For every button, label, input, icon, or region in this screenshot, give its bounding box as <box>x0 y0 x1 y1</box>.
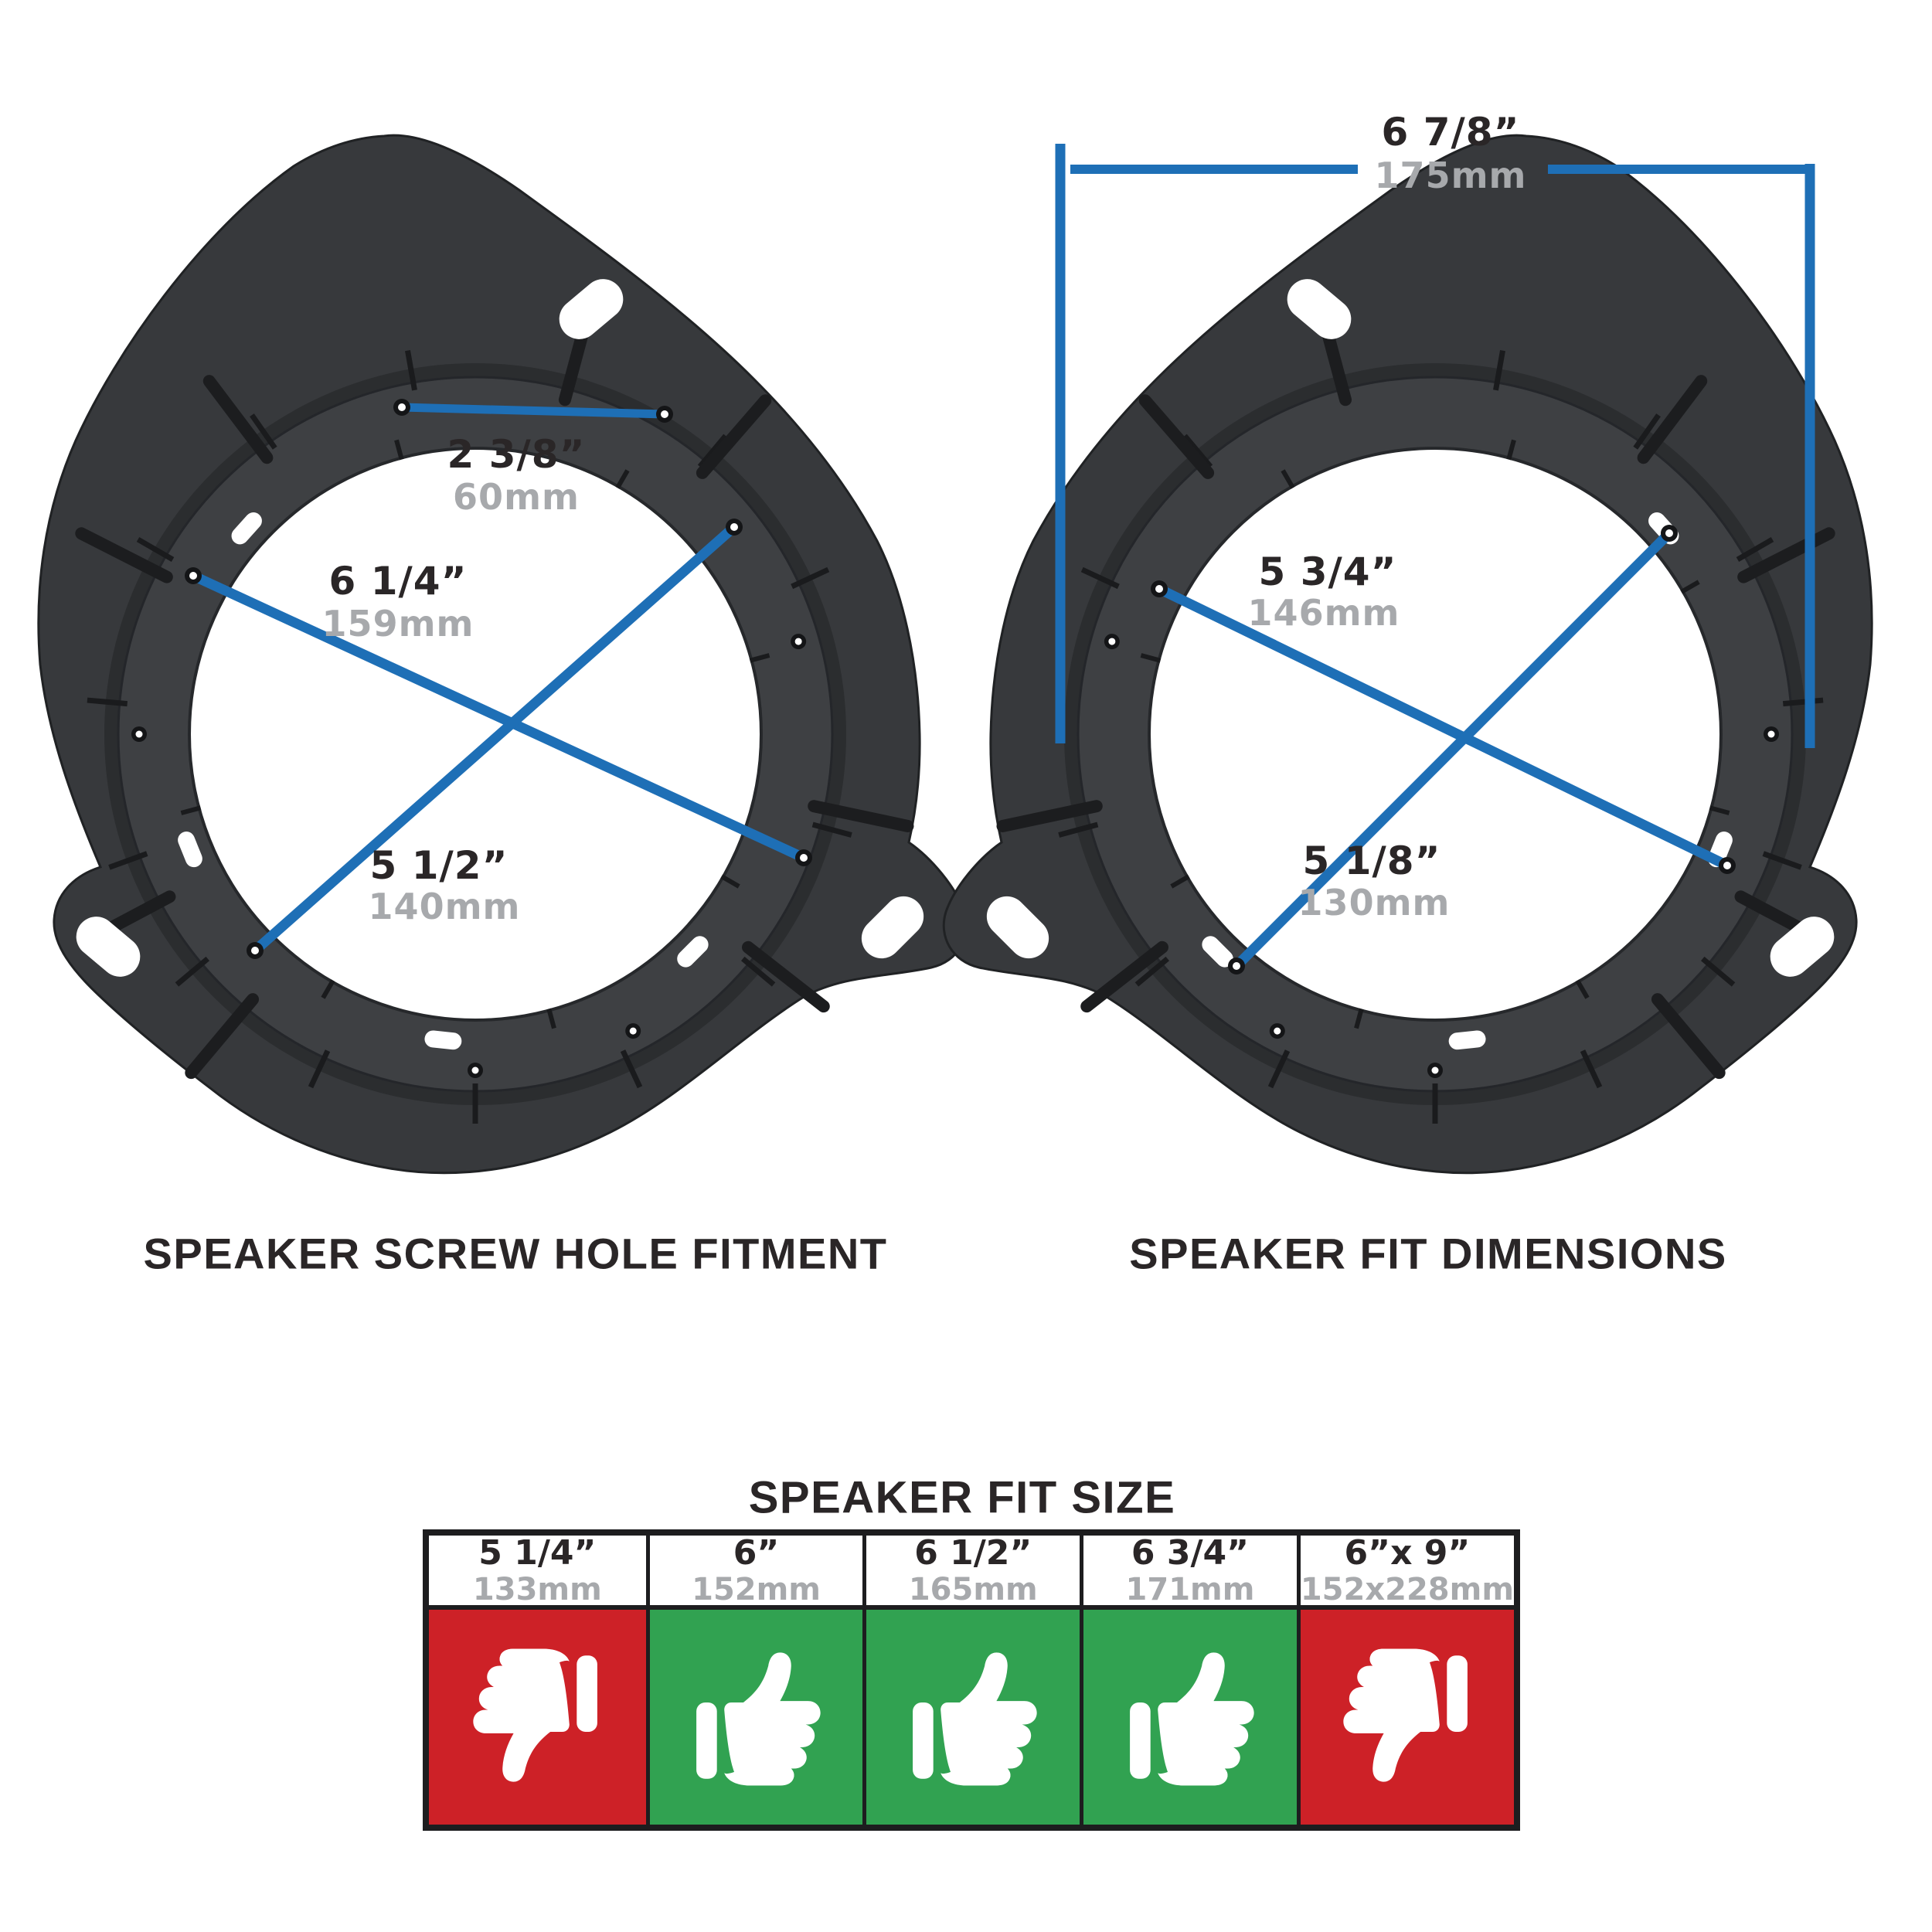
fit-result-yes <box>645 1610 863 1825</box>
right-measure-width-mm: 175mm <box>1374 155 1527 196</box>
fit-size-inches: 6 1/2” <box>914 1532 1032 1573</box>
left-measure-top-mm: 60mm <box>453 476 580 518</box>
fit-size-mm: 171mm <box>1125 1572 1255 1608</box>
fit-result-no <box>1296 1610 1514 1825</box>
fit-size-inches: 6” <box>733 1532 780 1573</box>
right-measure-diag2-inches: 5 1/8” <box>1302 838 1441 883</box>
endpoint-screw-holes <box>185 399 1736 975</box>
speaker-fit-table: 5 1/4” 133mm 6” 152mm 6 1/2” 165mm 6 3/4… <box>423 1529 1520 1831</box>
left-dimension-lines <box>191 403 806 954</box>
fit-col-header: 6”x 9” 152x228mm <box>1296 1532 1514 1610</box>
left-measure-diag2-inches: 5 1/2” <box>369 843 509 888</box>
right-diagram-caption: SPEAKER FIT DIMENSIONS <box>1129 1229 1727 1278</box>
fit-size-mm: 152mm <box>692 1572 821 1608</box>
fit-size-inches: 6 3/4” <box>1131 1532 1250 1573</box>
right-measure-diag1-inches: 5 3/4” <box>1258 549 1397 594</box>
left-measure-diag2-mm: 140mm <box>368 886 521 927</box>
left-measure-diag1-inches: 6 1/4” <box>328 559 468 604</box>
fit-result-yes <box>862 1610 1080 1825</box>
left-measure-diag1-mm: 159mm <box>321 603 474 645</box>
fit-result-no <box>429 1610 646 1825</box>
fit-size-inches: 6”x 9” <box>1344 1532 1471 1573</box>
thumbs-down-icon <box>1334 1644 1481 1791</box>
fit-size-inches: 5 1/4” <box>478 1532 597 1573</box>
thumbs-up-icon <box>683 1644 830 1791</box>
right-bracket-illustration <box>944 135 1872 1173</box>
fit-result-yes <box>1080 1610 1297 1825</box>
thumbs-up-icon <box>900 1644 1046 1791</box>
fit-col-header: 6 1/2” 165mm <box>862 1532 1080 1610</box>
fit-col-header: 5 1/4” 133mm <box>429 1532 646 1610</box>
right-measure-diag2-mm: 130mm <box>1298 882 1451 923</box>
fit-size-mm: 165mm <box>908 1572 1038 1608</box>
left-bracket-illustration <box>39 135 967 1173</box>
left-measure-top-inches: 2 3/8” <box>447 432 586 477</box>
left-diagram-caption: SPEAKER SCREW HOLE FITMENT <box>143 1229 888 1278</box>
thumbs-up-icon <box>1117 1644 1264 1791</box>
fit-size-mm: 133mm <box>472 1572 602 1608</box>
fit-col-header: 6 3/4” 171mm <box>1080 1532 1297 1610</box>
fit-table-title: SPEAKER FIT SIZE <box>748 1472 1176 1523</box>
right-dimension-lines <box>1055 144 1815 970</box>
thumbs-down-icon <box>464 1644 611 1791</box>
fit-col-header: 6” 152mm <box>645 1532 863 1610</box>
right-measure-diag1-mm: 146mm <box>1247 592 1400 634</box>
fit-size-mm: 152x228mm <box>1300 1572 1514 1608</box>
right-measure-width-inches: 6 7/8” <box>1381 110 1520 155</box>
